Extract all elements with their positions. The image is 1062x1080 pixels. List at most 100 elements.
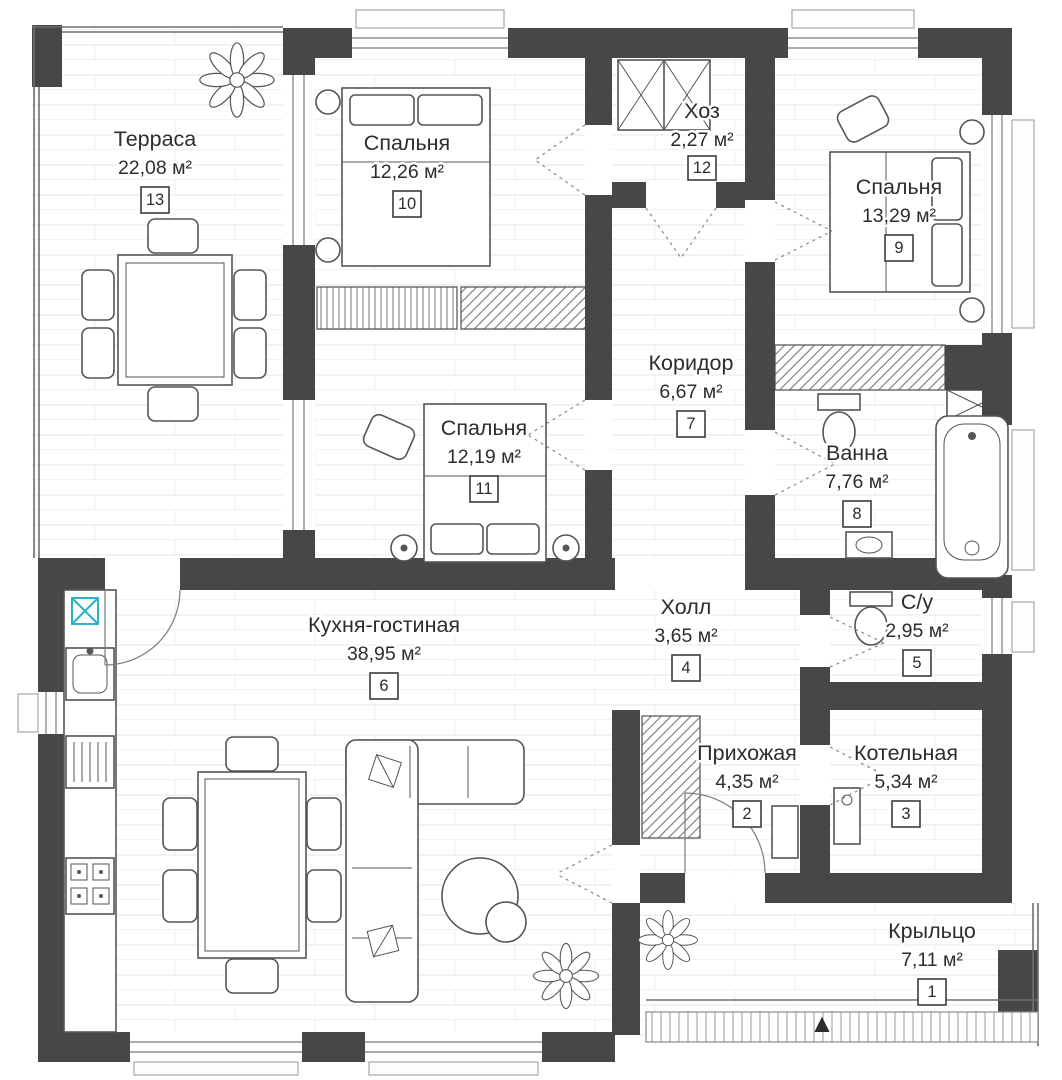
- door-bedroom-11: [585, 400, 612, 470]
- room-number: 9: [894, 239, 903, 257]
- room-number: 11: [475, 480, 492, 498]
- room-number-box: [891, 800, 921, 828]
- room-label-wc: С/у 2,95 м² 5: [883, 588, 952, 677]
- room-label-bedroom-10: Спальня 12,26 м² 10: [361, 129, 453, 218]
- room-number: 5: [912, 654, 921, 672]
- sofa-pillow: [366, 924, 400, 958]
- window-terrace-bedroom-11: [283, 400, 315, 530]
- room-name: Хоз: [684, 99, 720, 123]
- living-sofa: [345, 739, 525, 1003]
- room-area: 7,11 м²: [901, 949, 963, 971]
- terrace-dining-set: [81, 218, 267, 422]
- window-east-bedroom-9: [982, 115, 1012, 333]
- entry-bench: [771, 805, 799, 859]
- room-label-bedroom-9: Спальня 13,29 м² 9: [853, 173, 945, 262]
- room-number-box: [687, 155, 717, 181]
- room-number: 8: [852, 505, 861, 523]
- room-number: 10: [398, 195, 416, 213]
- room-name: Коридор: [649, 351, 734, 375]
- room-number-box: [917, 978, 947, 1006]
- door-kitchen-entry: [612, 845, 640, 903]
- terrace-door-swing: [104, 589, 181, 666]
- door-terrace: [105, 558, 180, 590]
- room-number-box: [369, 672, 399, 700]
- door-bath: [745, 430, 775, 495]
- room-label-corridor: Коридор 6,67 м² 7: [646, 349, 736, 438]
- sill: [1011, 119, 1035, 329]
- room-label-entry: Прихожая 4,35 м² 2: [695, 739, 799, 828]
- wardrobe-bedroom-9: [774, 344, 946, 391]
- room-number-box: [884, 234, 914, 262]
- kitchen-stove: [65, 857, 115, 915]
- room-label-utility: Хоз 2,27 м² 12: [668, 97, 737, 181]
- room-label-porch: Крыльцо 7,11 м² 1: [886, 917, 978, 1006]
- sill: [1011, 429, 1035, 571]
- porch-edges: [645, 903, 1039, 1046]
- window-west-kitchen: [38, 692, 64, 734]
- sill: [1011, 601, 1035, 653]
- room-name: Холл: [661, 595, 712, 619]
- room-area: 22,08 м²: [118, 157, 193, 179]
- room-number-box: [671, 654, 701, 682]
- bed-bedroom-11: [362, 403, 580, 563]
- room-area: 2,95 м²: [885, 620, 949, 642]
- plant-living: [532, 942, 600, 1010]
- plant-terrace: [199, 42, 275, 118]
- room-area: 12,26 м²: [370, 161, 445, 183]
- sill: [17, 693, 39, 733]
- kitchen-dining-set: [162, 736, 342, 994]
- room-number-box: [902, 649, 932, 677]
- room-number: 6: [379, 677, 388, 695]
- room-area: 7,76 м²: [825, 471, 889, 493]
- sill: [368, 1061, 539, 1076]
- terrace-edges: [32, 25, 283, 558]
- plant-porch: [638, 910, 698, 970]
- room-number-box: [469, 475, 499, 503]
- floor-hall: [612, 590, 800, 710]
- room-name: Спальня: [364, 131, 450, 155]
- bed-bedroom-10: [315, 87, 491, 267]
- room-number-box: [842, 500, 872, 528]
- room-name: Ванна: [826, 441, 888, 465]
- room-number: 13: [146, 191, 164, 209]
- room-area: 2,27 м²: [670, 129, 734, 151]
- window-top-bedroom-9: [788, 28, 918, 58]
- entrance-arrow-icon: ▲: [809, 1008, 835, 1038]
- room-number-box: [392, 190, 422, 218]
- room-area: 4,35 м²: [715, 771, 779, 793]
- room-number: 3: [901, 805, 910, 823]
- room-name: С/у: [901, 590, 934, 614]
- door-front: [685, 873, 765, 903]
- room-number-box: [732, 800, 762, 828]
- room-name: Спальня: [441, 416, 527, 440]
- coffee-table: [441, 857, 527, 943]
- room-label-hall: Холл 3,65 м² 4: [652, 593, 721, 682]
- room-number: 12: [693, 159, 711, 177]
- room-area: 3,65 м²: [654, 625, 718, 647]
- room-area: 12,19 м²: [447, 446, 522, 468]
- room-area: 6,67 м²: [659, 381, 723, 403]
- room-label-bedroom-11: Спальня 12,19 м² 11: [438, 414, 530, 503]
- room-label-bath: Ванна 7,76 м² 8: [823, 439, 892, 528]
- kitchen-counter: [63, 589, 117, 1033]
- room-name: Крыльцо: [888, 919, 976, 943]
- room-name: Котельная: [854, 741, 958, 765]
- vent-icon: [71, 597, 99, 625]
- door-wc: [800, 615, 830, 667]
- wardrobe-entry: [641, 715, 701, 839]
- porch-steps: [645, 1011, 1039, 1043]
- room-label-boiler: Котельная 5,34 м² 3: [851, 739, 961, 828]
- door-boiler: [800, 745, 830, 805]
- wardrobe-bedroom-10: [316, 286, 458, 330]
- room-name: Прихожая: [697, 741, 797, 765]
- window-east-wc: [982, 598, 1012, 654]
- boiler-unit: [833, 787, 861, 845]
- bathroom-fixtures: [817, 393, 1009, 579]
- door-bedroom-10: [585, 125, 612, 195]
- room-name: Терраса: [114, 127, 197, 151]
- sill: [133, 1061, 299, 1076]
- chair-bedroom-11: [362, 413, 416, 461]
- door-openings: [105, 125, 830, 903]
- sofa-pillow: [367, 753, 403, 789]
